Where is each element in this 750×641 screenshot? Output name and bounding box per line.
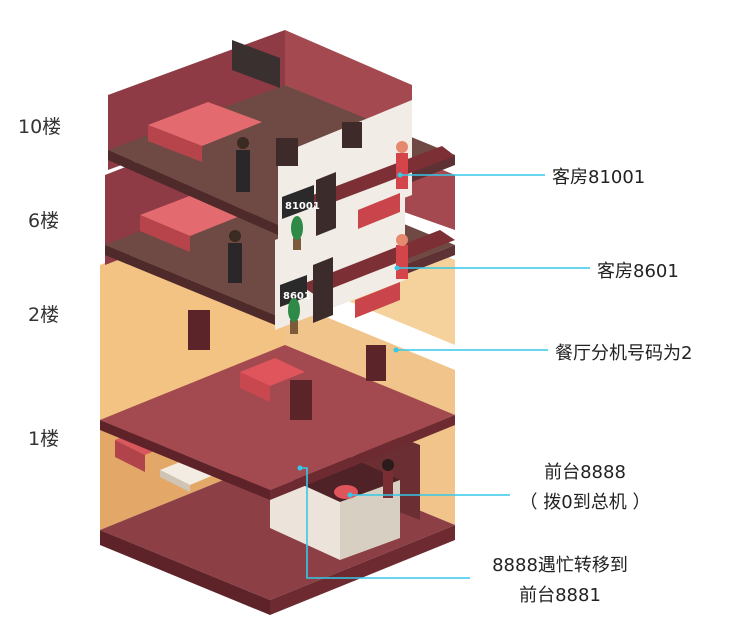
callout-transfer: 8888遇忙转移到 前台8881 — [470, 551, 650, 607]
room-sign-81001: 81001 — [285, 201, 320, 212]
floor-label-2: 2楼 — [28, 304, 60, 326]
callout-transfer-line1: 8888遇忙转移到 — [492, 555, 628, 576]
callout-front-desk: 前台8888 （ 拨0到总机 ） — [505, 458, 665, 514]
floor-label-10: 10楼 — [18, 116, 62, 138]
callout-lines — [300, 174, 590, 579]
callout-front-desk-line1: 前台8888 — [544, 462, 626, 483]
callout-front-desk-line2: （ 拨0到总机 ） — [519, 492, 651, 513]
callout-room-81001: 客房81001 — [552, 167, 646, 188]
callout-room-8601: 客房8601 — [597, 261, 679, 282]
callout-restaurant: 餐厅分机号码为2 — [555, 343, 693, 364]
room-sign-8601: 8601 — [283, 291, 311, 302]
callout-transfer-line2: 前台8881 — [519, 585, 601, 606]
floor-label-6: 6楼 — [28, 210, 60, 232]
callout-dots — [297, 172, 403, 498]
callout-line-transfer — [300, 467, 470, 579]
floor-label-1: 1楼 — [28, 428, 60, 450]
floor-10-room: 81001 — [108, 30, 455, 250]
